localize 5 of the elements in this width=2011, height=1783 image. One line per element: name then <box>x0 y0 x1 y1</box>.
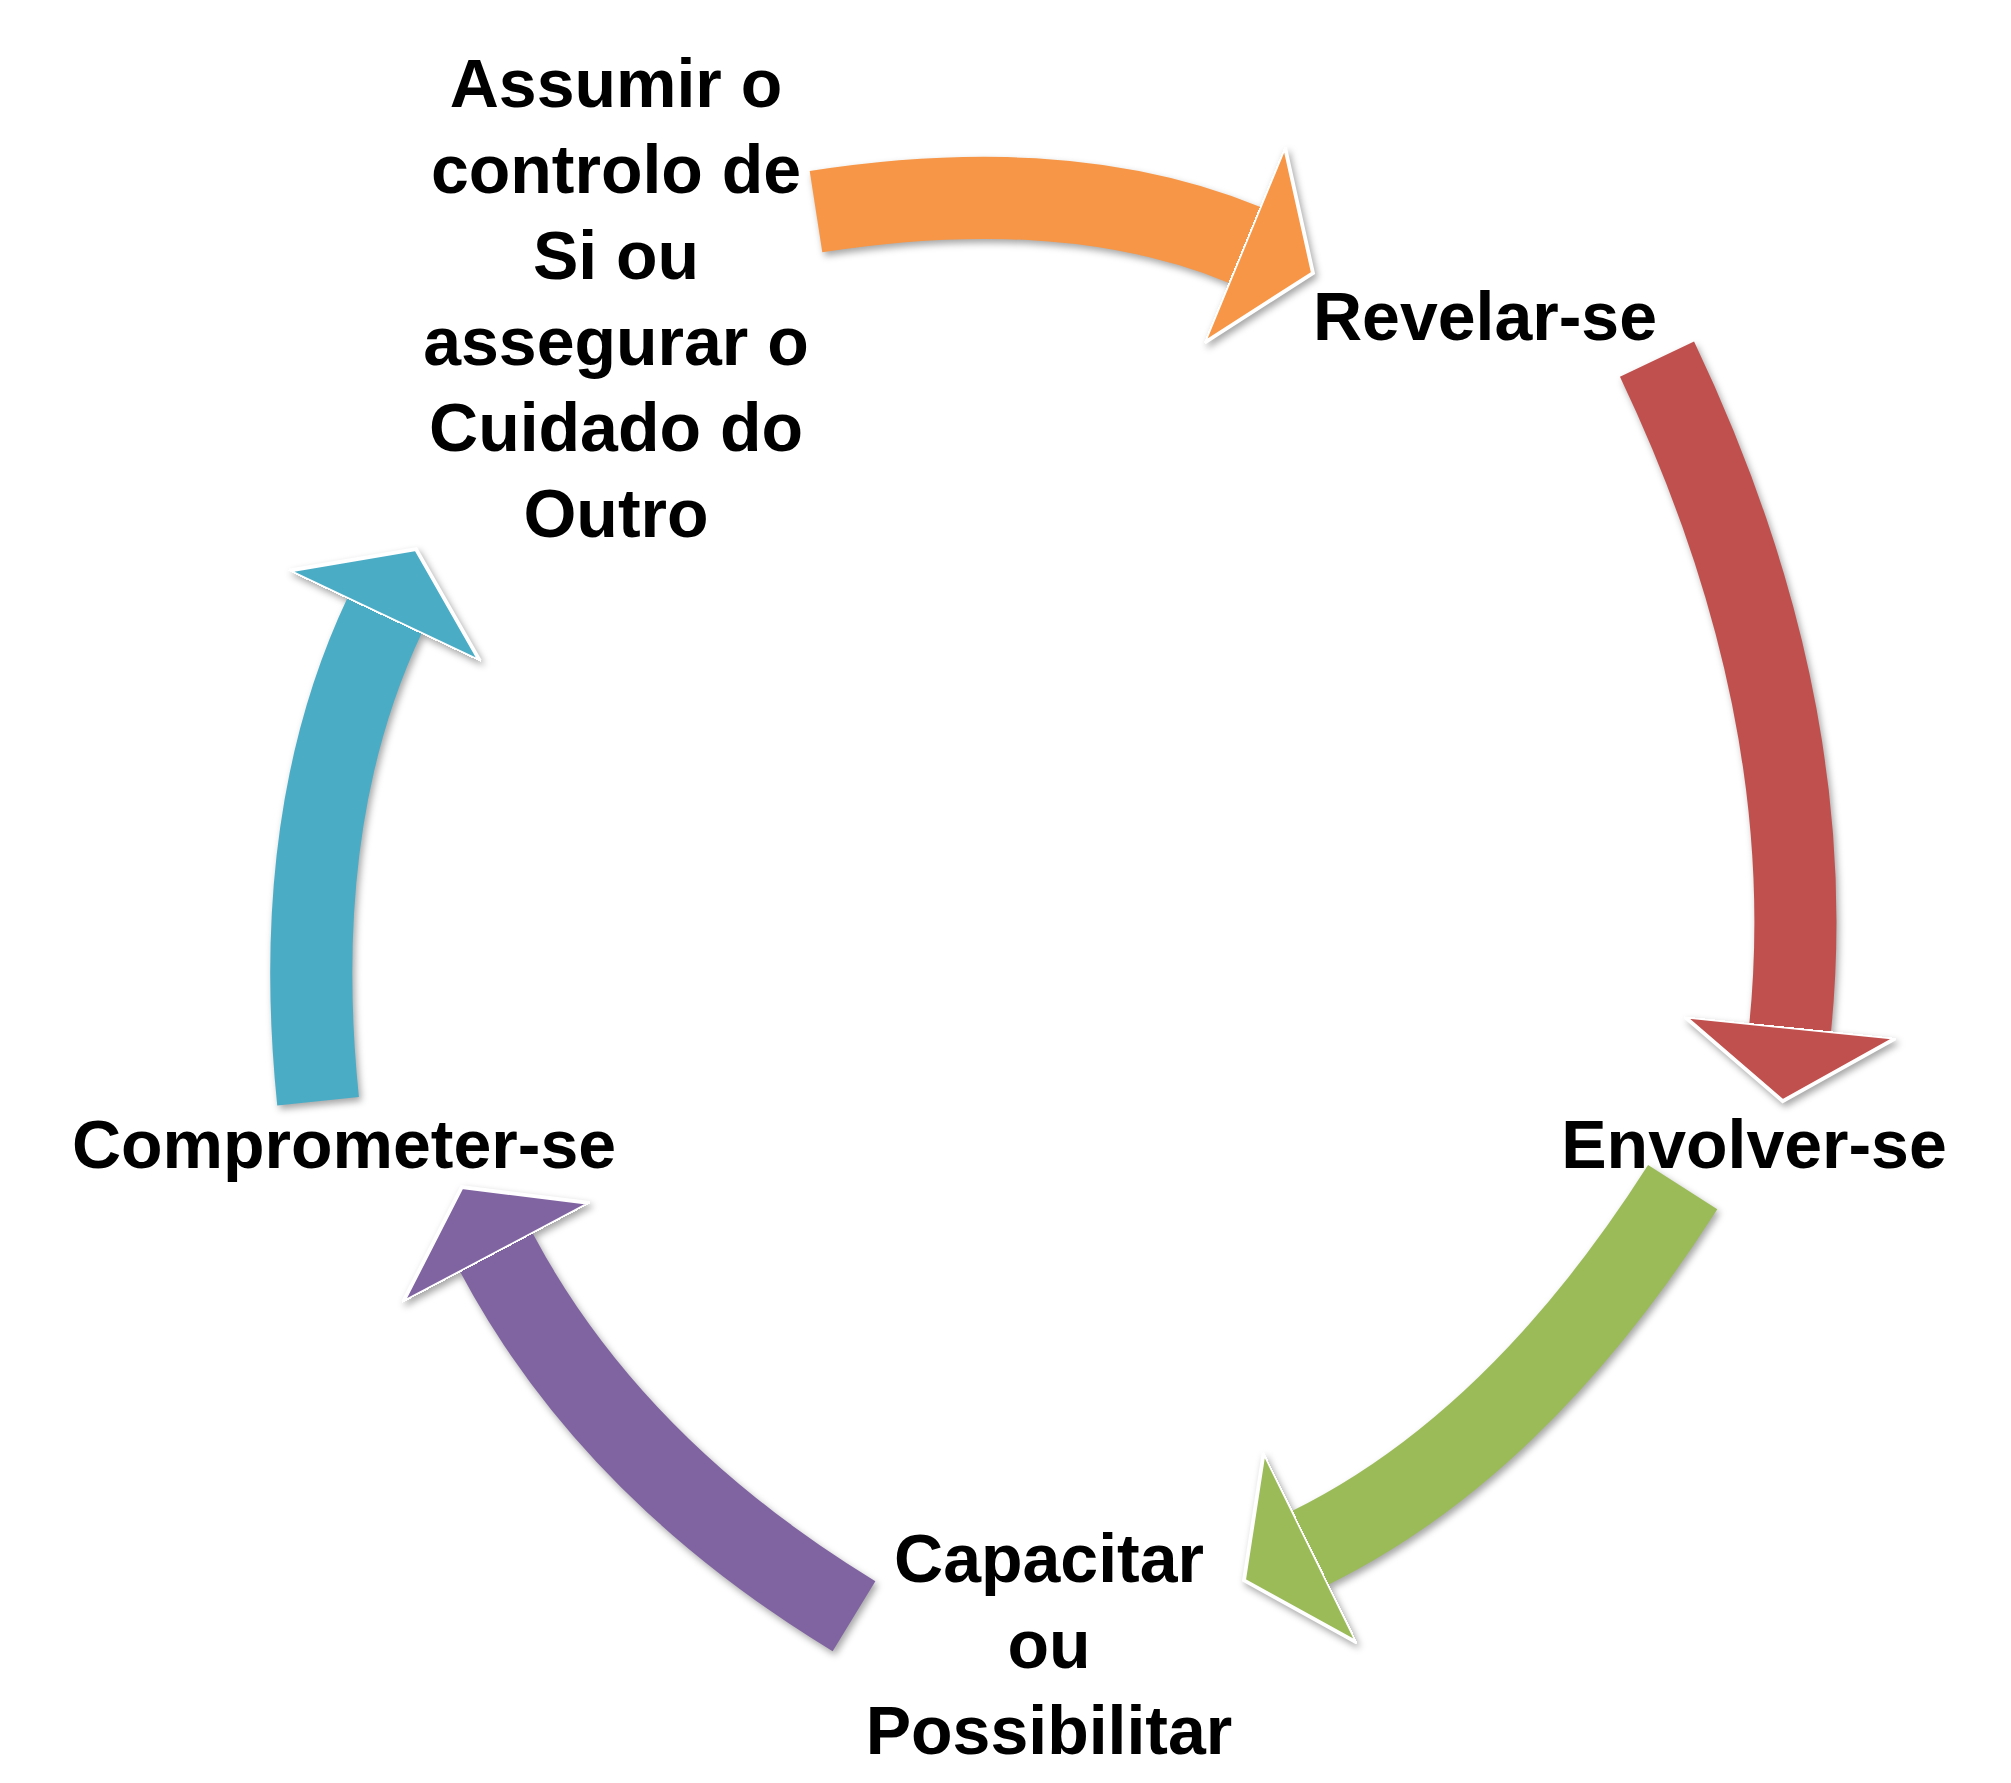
step-label: Capacitar ou Possibilitar <box>854 1515 1244 1773</box>
step-label: Comprometer-se <box>71 1101 617 1187</box>
step-label: Revelar-se <box>1313 273 1657 359</box>
step-label: Assumir o controlo de Si ou assegurar o Cuidado do Outro <box>416 40 816 556</box>
step-label: Envolver-se <box>1561 1101 1947 1187</box>
